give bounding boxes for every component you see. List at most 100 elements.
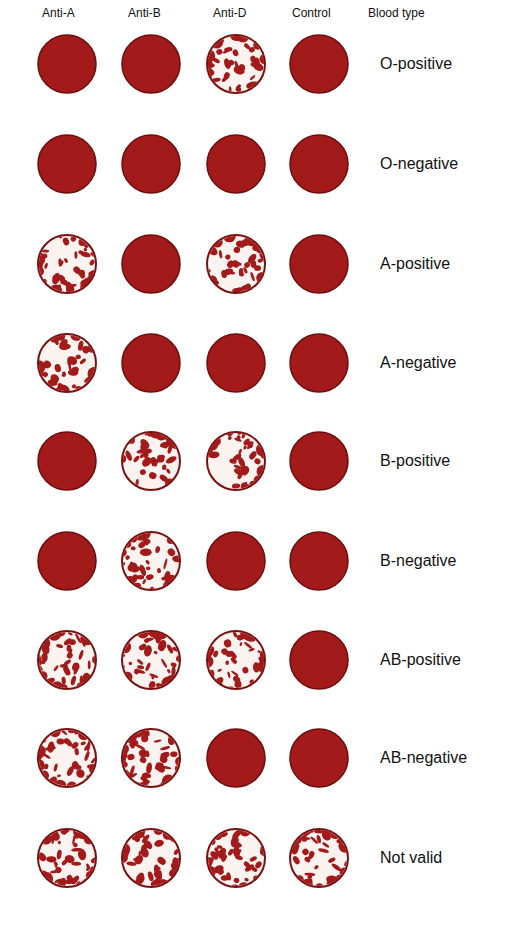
rim-clump <box>89 345 96 352</box>
well-agglutinated <box>122 532 180 590</box>
rim-clump <box>137 626 150 639</box>
clump <box>135 479 139 487</box>
clump <box>229 86 232 95</box>
clump <box>237 90 242 94</box>
clump <box>77 848 87 861</box>
rim-clump <box>49 726 60 737</box>
clump <box>56 644 64 649</box>
well-agglutinated <box>38 631 96 689</box>
clump <box>134 781 140 787</box>
blood-type-label: O-negative <box>380 155 458 173</box>
clump <box>250 260 256 268</box>
clump <box>231 670 239 677</box>
clump <box>156 568 161 574</box>
clump <box>68 361 71 371</box>
rim-clump <box>86 277 95 286</box>
rim-clump <box>316 825 325 834</box>
clumps <box>203 426 270 492</box>
clump <box>59 824 69 836</box>
clump <box>222 49 229 54</box>
clump <box>243 261 251 269</box>
clump <box>217 668 222 672</box>
clump <box>64 282 75 295</box>
rim-clump <box>227 429 234 436</box>
column-header: Control <box>292 6 331 20</box>
rim-clump <box>118 455 126 463</box>
clump <box>46 856 57 863</box>
rim-clump <box>134 583 142 591</box>
clump <box>53 763 58 772</box>
clump <box>232 48 240 57</box>
rim-clump <box>166 478 175 487</box>
rim-clump <box>162 677 175 690</box>
rim-clump <box>31 360 45 374</box>
well-plain <box>290 334 348 392</box>
clump <box>41 661 45 665</box>
clump <box>42 279 47 285</box>
clump <box>133 668 140 676</box>
clump <box>237 472 244 480</box>
blood-type-label: AB-positive <box>380 651 461 669</box>
clump <box>236 435 241 440</box>
clump <box>138 564 147 577</box>
clump <box>119 664 126 671</box>
clump <box>136 659 144 666</box>
rim-clump <box>78 729 90 741</box>
rim-clump <box>260 665 267 672</box>
blood-type-label: AB-negative <box>380 749 467 767</box>
clump <box>237 63 246 72</box>
rim-clump <box>295 875 304 884</box>
clump <box>57 774 62 778</box>
clump <box>246 443 254 450</box>
rim-clump <box>33 759 44 770</box>
rim-clump <box>89 766 98 775</box>
clump <box>223 71 231 80</box>
clump <box>63 257 68 263</box>
clump <box>327 857 336 864</box>
clump <box>303 856 311 863</box>
clump <box>77 340 84 351</box>
clump <box>224 883 235 892</box>
clump <box>292 855 301 866</box>
rim-clump <box>253 876 259 882</box>
column-header: Anti-B <box>128 6 161 20</box>
clump <box>129 561 136 568</box>
clump <box>160 745 171 751</box>
clump <box>36 654 41 662</box>
well-agglutinated <box>290 829 348 887</box>
clump <box>318 847 330 853</box>
clump <box>226 872 232 881</box>
clump <box>239 268 244 277</box>
blood-type-label: A-positive <box>380 255 450 273</box>
clump <box>237 842 241 846</box>
rim-clump <box>245 233 259 247</box>
clump <box>313 864 319 870</box>
rim-clump <box>212 236 223 247</box>
rim-clump <box>125 731 137 743</box>
clump <box>147 871 155 882</box>
clump <box>242 666 250 674</box>
clump <box>137 748 149 759</box>
clump <box>74 251 77 258</box>
well-plain <box>290 35 348 93</box>
clump <box>68 369 79 376</box>
well-plain <box>38 432 96 490</box>
clump <box>172 555 184 563</box>
rim-clump <box>54 780 67 793</box>
clumps <box>201 627 272 695</box>
rim-clump <box>292 834 302 844</box>
clump <box>249 679 254 684</box>
clump <box>56 876 68 890</box>
rim-clump <box>340 868 349 877</box>
rim-clump <box>215 36 224 45</box>
well-plain <box>290 235 348 293</box>
well-plain <box>290 532 348 590</box>
clump <box>78 238 87 246</box>
clump <box>251 866 258 872</box>
clump <box>86 740 91 752</box>
clump <box>237 456 247 469</box>
well-plain <box>207 334 265 392</box>
clump <box>160 658 168 668</box>
clump <box>81 878 88 886</box>
